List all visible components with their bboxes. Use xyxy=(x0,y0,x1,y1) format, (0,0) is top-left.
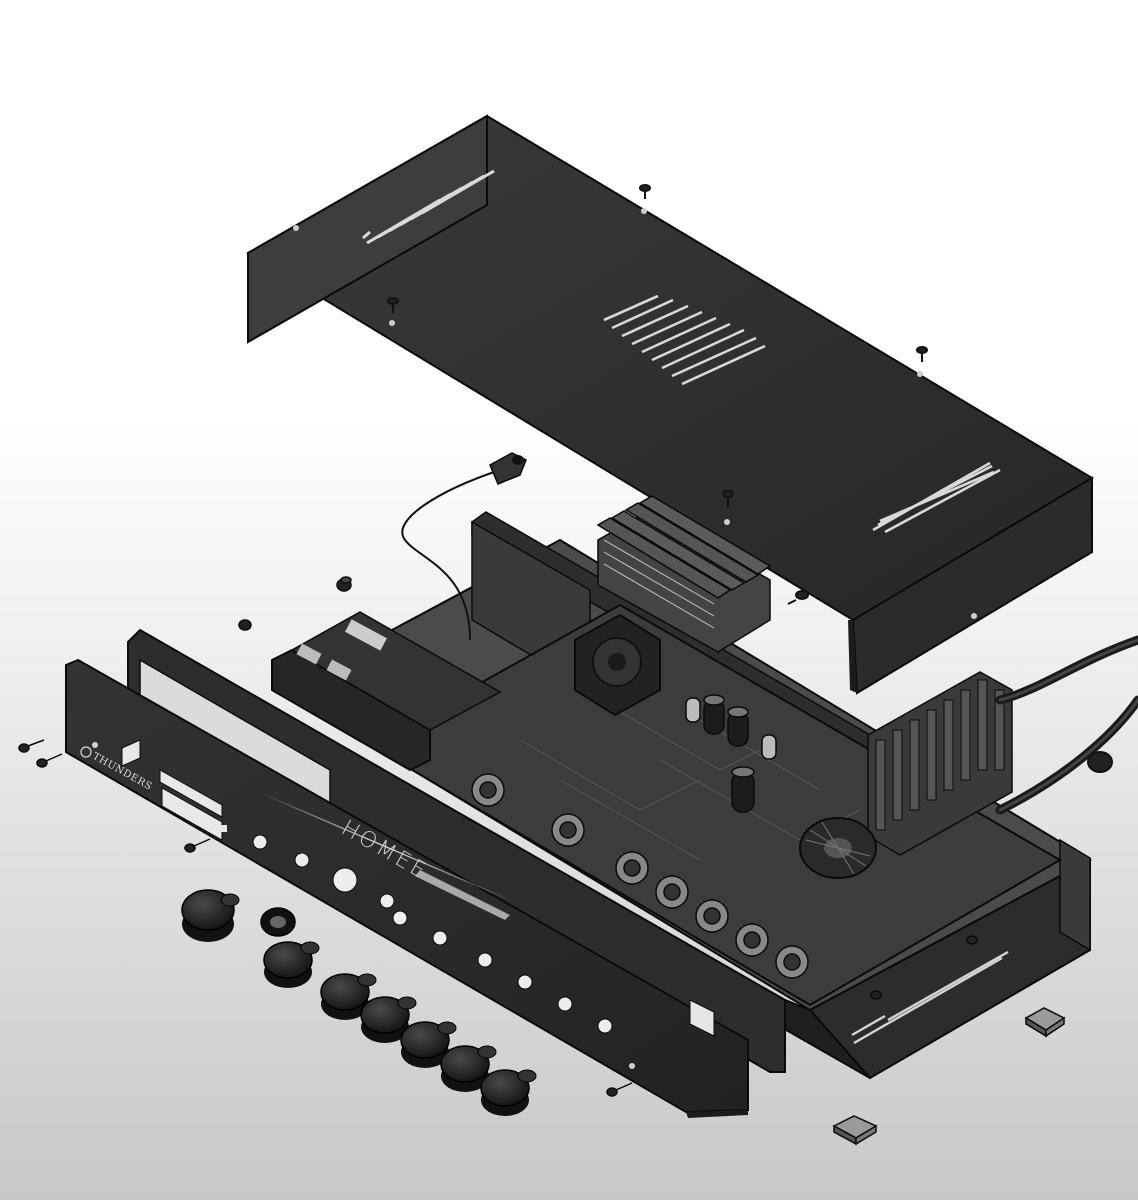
toroid-inductor xyxy=(799,817,877,879)
rubber-foot-icon xyxy=(832,1007,1066,1146)
chassis-vent xyxy=(851,950,1009,1045)
screw-icon xyxy=(18,576,978,1097)
capacitor-icon xyxy=(685,694,777,813)
antenna-connector xyxy=(489,452,527,485)
media-module xyxy=(271,611,502,772)
cover-screw-holes xyxy=(293,208,977,619)
main-pcb xyxy=(367,603,1062,1007)
cover-vent-left xyxy=(362,169,495,245)
heatsink-icon xyxy=(596,495,772,653)
power-cable xyxy=(995,635,1138,815)
cover-vent-center xyxy=(603,294,766,386)
cover-vent-right xyxy=(872,461,1001,534)
antenna-wire xyxy=(401,469,501,641)
heatsink-icon xyxy=(867,671,1013,856)
panel-highlight xyxy=(255,790,520,905)
screw-icon xyxy=(387,184,928,605)
top-cover xyxy=(246,114,1094,695)
knob-icon xyxy=(181,889,537,1116)
brand-logo xyxy=(80,746,92,758)
fan-icon xyxy=(574,613,661,717)
rca-jack-icon xyxy=(471,773,809,979)
